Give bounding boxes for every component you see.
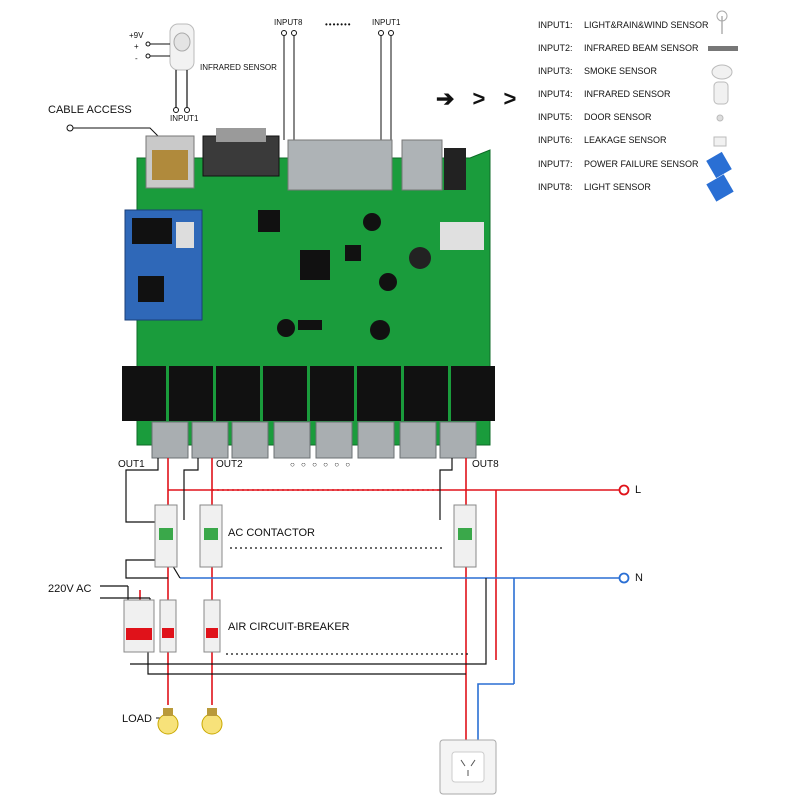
sensor-list-item: INPUT1:LIGHT&RAIN&WIND SENSOR bbox=[538, 20, 709, 30]
ac-contactor-1 bbox=[154, 504, 178, 568]
sensor-minus-label: - bbox=[135, 54, 138, 63]
sensor-list-item: INPUT8:LIGHT SENSOR bbox=[538, 182, 651, 192]
infrared-sensor-device bbox=[145, 23, 195, 113]
ac-contactor-8 bbox=[453, 504, 477, 568]
light-sensor-icon bbox=[706, 174, 734, 202]
supply-label: 220V AC bbox=[48, 583, 92, 595]
sensor-list-item: INPUT4:INFRARED SENSOR bbox=[538, 89, 671, 99]
out1-label: OUT1 bbox=[118, 459, 145, 470]
bulb-icon bbox=[156, 708, 179, 735]
infrared-sensor-label: INFRARED SENSOR bbox=[200, 63, 277, 72]
load-label: LOAD bbox=[122, 713, 152, 725]
power-failure-sensor-icon bbox=[706, 151, 732, 179]
wind-sensor-icon bbox=[716, 10, 728, 34]
live-wires bbox=[139, 458, 620, 740]
sensor-list-item: INPUT3:SMOKE SENSOR bbox=[538, 66, 658, 76]
main-breaker bbox=[123, 599, 155, 653]
output-terminals bbox=[151, 421, 477, 459]
infrared-sensor-icon bbox=[713, 81, 729, 105]
out8-label: OUT8 bbox=[472, 459, 499, 470]
wall-socket-icon bbox=[439, 739, 497, 795]
breaker-label: AIR CIRCUIT-BREAKER bbox=[228, 621, 350, 633]
neutral-label: N bbox=[635, 572, 643, 584]
controller-board bbox=[122, 128, 495, 459]
sensor-list-item: INPUT2:INFRARED BEAM SENSOR bbox=[538, 43, 699, 53]
out2-label: OUT2 bbox=[216, 459, 243, 470]
live-label: L bbox=[635, 484, 642, 496]
sensor-input-tag: INPUT1 bbox=[170, 114, 199, 123]
breaker-1 bbox=[159, 599, 177, 653]
inputs-ellipsis: ••••••• bbox=[325, 20, 352, 29]
leakage-sensor-icon bbox=[713, 136, 727, 147]
ac-contactor-2 bbox=[199, 504, 223, 568]
relay-row bbox=[122, 366, 495, 421]
live-terminal bbox=[618, 484, 630, 496]
breaker-2 bbox=[203, 599, 221, 653]
sensor-list-item: INPUT7:POWER FAILURE SENSOR bbox=[538, 159, 699, 169]
beam-sensor-icon bbox=[708, 46, 738, 51]
control-dotted bbox=[226, 547, 470, 655]
sensor-plus-label: + bbox=[134, 42, 139, 51]
sensor-list-item: INPUT6:LEAKAGE SENSOR bbox=[538, 135, 667, 145]
sensor-list-item: INPUT5:DOOR SENSOR bbox=[538, 112, 652, 122]
outputs-ellipsis: ○ ○ ○ ○ ○ ○ bbox=[290, 460, 353, 469]
sensor-voltage-label: +9V bbox=[129, 31, 144, 40]
sensor-thumbnails bbox=[706, 10, 738, 202]
ac-contactor-label: AC CONTACTOR bbox=[228, 527, 315, 539]
smoke-sensor-icon bbox=[711, 64, 733, 80]
input-wires bbox=[281, 30, 394, 140]
cable-access-leader bbox=[66, 124, 161, 139]
neutral-terminal bbox=[618, 572, 630, 584]
door-sensor-icon bbox=[716, 114, 724, 122]
control-wires bbox=[100, 458, 487, 675]
bulb-icon bbox=[201, 708, 223, 735]
neutral-wires bbox=[180, 577, 620, 740]
input1-label: INPUT1 bbox=[372, 18, 401, 27]
cable-access-label: CABLE ACCESS bbox=[48, 104, 132, 116]
input8-label: INPUT8 bbox=[274, 18, 303, 27]
arrows-indicator: ➔ > > bbox=[436, 86, 523, 111]
